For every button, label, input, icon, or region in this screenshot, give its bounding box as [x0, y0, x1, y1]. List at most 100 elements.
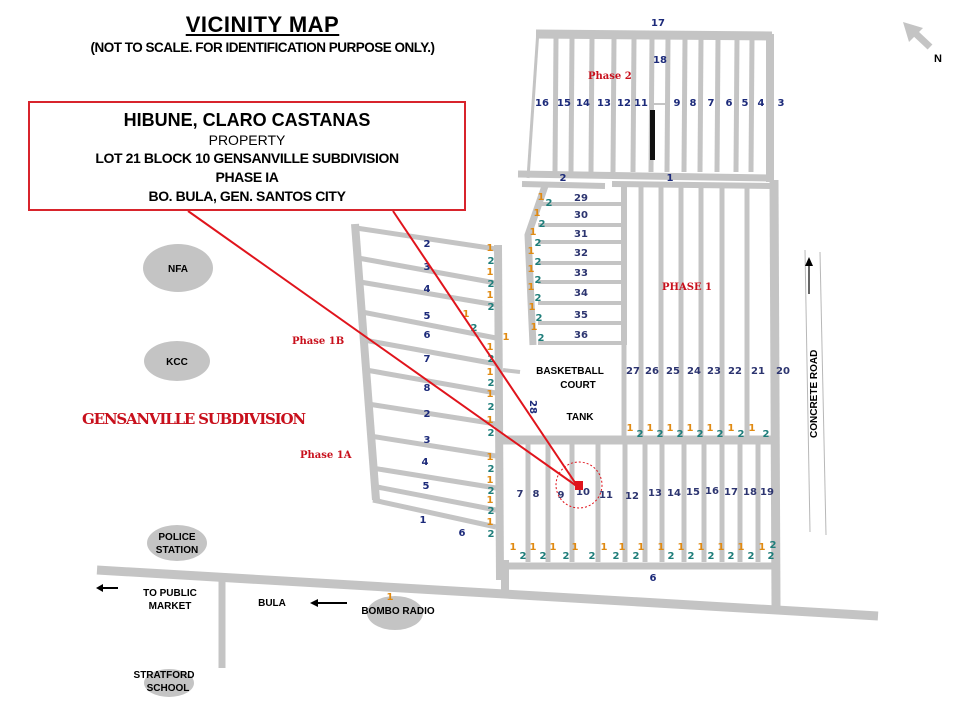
- lot-29-36: 29: [574, 193, 588, 204]
- road-labels: TO PUBLIC MARKET BULA: [96, 584, 347, 612]
- phase1a-lot: 11: [599, 490, 613, 501]
- phase1a-lot: 14: [667, 488, 681, 499]
- stratford-school-landmark: [144, 669, 194, 697]
- tank-label: TANK: [566, 412, 594, 423]
- phase1a-left-lot: 1: [420, 515, 427, 526]
- corner-marker-1: 1: [463, 309, 470, 320]
- corner-marker-2: 2: [770, 540, 777, 551]
- map-title: VICINITY MAP: [185, 12, 340, 37]
- north-arrow-icon: N: [903, 22, 942, 65]
- lot-divider: [369, 433, 497, 459]
- corner-marker-1: 1: [572, 542, 579, 553]
- corner-marker-1: 1: [534, 208, 541, 219]
- corner-marker-1: 1: [487, 475, 494, 486]
- corner-marker-2: 2: [538, 333, 545, 344]
- corner-marker-2: 2: [697, 429, 704, 440]
- phase2-lot: 8: [690, 98, 697, 109]
- corner-marker-2: 2: [763, 429, 770, 440]
- phase1a-lot: 18: [743, 487, 757, 498]
- corner-marker-2: 2: [535, 238, 542, 249]
- lot-divider: [365, 367, 497, 396]
- corner-marker-1: 1: [487, 290, 494, 301]
- phase1b-spur: [502, 368, 521, 374]
- lot-block: LOT 21 BLOCK 10 GENSANVILLE SUBDIVISION: [95, 150, 399, 166]
- to-public-market-2: MARKET: [149, 601, 192, 612]
- corner-marker-2: 2: [546, 198, 553, 209]
- phase2-lot: 13: [597, 98, 611, 109]
- phase1a-lot: 16: [705, 486, 719, 497]
- property-pointer: [187, 210, 603, 509]
- corner-marker-2: 2: [488, 402, 495, 413]
- lot-divider: [733, 37, 740, 173]
- phase1a-lot-dividers: [525, 444, 761, 562]
- phase2-roads: [517, 29, 774, 189]
- corner-marker-2: 2: [633, 551, 640, 562]
- concrete-road: CONCRETE ROAD: [805, 257, 820, 438]
- corner-marker-1: 1: [759, 542, 766, 553]
- lot-divider: [371, 483, 497, 513]
- phase1a-lot: 13: [648, 488, 662, 499]
- lots-29-36-dividers: [538, 202, 622, 345]
- corner-marker-2: 2: [728, 551, 735, 562]
- corner-marker-1: 1: [738, 542, 745, 553]
- phase2-lot: 15: [557, 98, 571, 109]
- lot-divider: [630, 37, 637, 173]
- corner-marker-1: 1: [530, 542, 537, 553]
- corner-marker-1: 1: [528, 246, 535, 257]
- corner-marker-1: 1: [528, 282, 535, 293]
- lot-divider: [355, 225, 497, 252]
- road-network: [96, 29, 879, 668]
- corner-marker-1: 1: [550, 542, 557, 553]
- corner-marker-2: 2: [540, 551, 547, 562]
- subject-lot-highlight: [555, 461, 603, 509]
- stratford-label-1: STRATFORD: [134, 670, 195, 681]
- lot-divider: [697, 37, 704, 173]
- lot-divider: [359, 279, 497, 308]
- property-phase: PHASE IA: [215, 169, 279, 185]
- corner-marker-1: 1: [487, 389, 494, 400]
- phase1-lot: 21: [751, 366, 765, 377]
- block-6-label: 6: [459, 528, 466, 539]
- corner-marker-1: 1: [487, 367, 494, 378]
- phase1b-lot: 7: [424, 354, 431, 365]
- lot-divider: [372, 497, 497, 530]
- corner-marker-1: 1: [619, 542, 626, 553]
- phase1b-label: Phase 1B: [292, 336, 344, 347]
- corner-marker-2: 2: [688, 551, 695, 562]
- corner-marker-2: 2: [488, 354, 495, 365]
- corner-marker-2: 2: [488, 529, 495, 540]
- phase2-lot: 5: [742, 98, 749, 109]
- kcc-label: KCC: [166, 357, 188, 368]
- block-2-label: 2: [560, 173, 567, 184]
- phase1a-lot: 9: [558, 490, 565, 501]
- corner-marker-2: 2: [488, 506, 495, 517]
- corner-marker-2: 2: [535, 275, 542, 286]
- corner-marker-1: 1: [687, 423, 694, 434]
- corner-marker-2: 2: [748, 551, 755, 562]
- bula-label: BULA: [258, 598, 286, 609]
- north-label: N: [934, 53, 942, 65]
- corner-marker-2: 2: [488, 378, 495, 389]
- property-type: PROPERTY: [208, 132, 286, 148]
- phase1-lot: 22: [728, 366, 742, 377]
- lot-17-top: 17: [651, 18, 665, 29]
- phase2-lot: 3: [778, 98, 785, 109]
- phase1-lot: 23: [707, 366, 721, 377]
- bombo-marker: 1: [387, 592, 394, 603]
- landmarks: NFA KCC POLICE STATION STRATFORD SCHOOL …: [134, 244, 604, 697]
- phase2-lot: 12: [617, 98, 631, 109]
- phase2-lot: 11: [634, 98, 648, 109]
- lot-29-36: 32: [574, 248, 588, 259]
- phase2-lot: 16: [535, 98, 549, 109]
- phase1b-lot: 4: [424, 284, 431, 295]
- corner-marker-1: 1: [487, 342, 494, 353]
- corner-marker-1: 1: [531, 322, 538, 333]
- phase1a-left-lot: 5: [423, 481, 430, 492]
- nfa-label: NFA: [168, 264, 188, 275]
- police-label-1: POLICE: [158, 532, 196, 543]
- corner-marker-2: 2: [488, 279, 495, 290]
- street-sign: [650, 110, 655, 160]
- lot-divider: [588, 37, 595, 173]
- kcc-landmark: [144, 341, 210, 381]
